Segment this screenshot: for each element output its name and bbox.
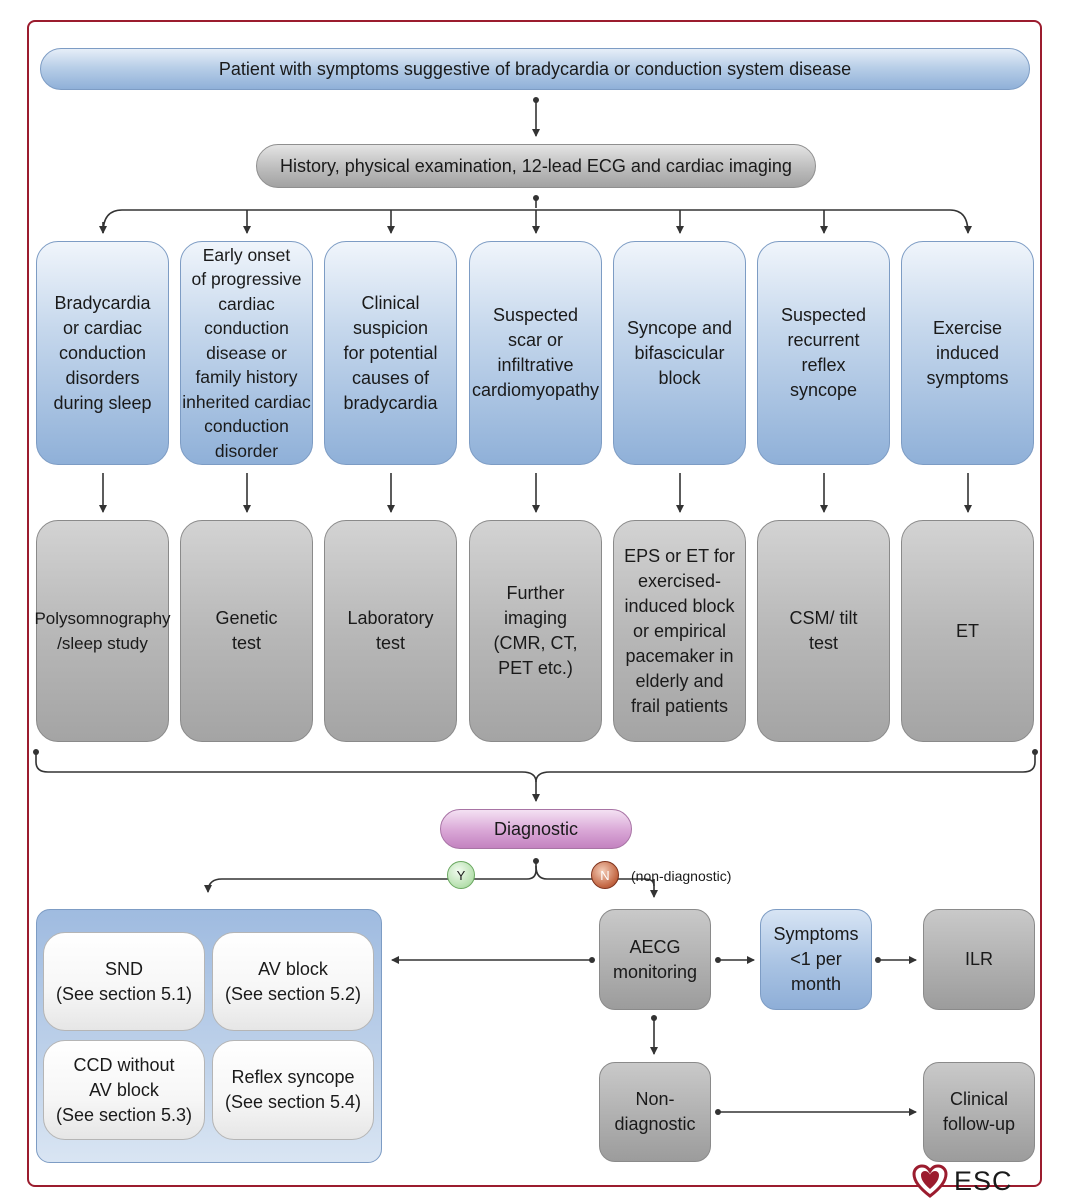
test-csm-tilt: CSM/ tilt test xyxy=(757,520,890,742)
result-av-block: AV block (See section 5.2) xyxy=(212,932,374,1031)
esc-logo: ESC xyxy=(912,1163,1022,1199)
test-further-imaging: Further imaging (CMR, CT, PET etc.) xyxy=(469,520,602,742)
result-ccd: CCD without AV block (See section 5.3) xyxy=(43,1040,205,1140)
diagram-frame xyxy=(27,20,1042,1187)
test-et: ET xyxy=(901,520,1034,742)
result-snd: SND (See section 5.1) xyxy=(43,932,205,1031)
heart-icon xyxy=(912,1164,948,1198)
symptoms-box: Symptoms <1 per month xyxy=(760,909,872,1010)
result-reflex-syncope: Reflex syncope (See section 5.4) xyxy=(212,1040,374,1140)
non-diagnostic-box: Non- diagnostic xyxy=(599,1062,711,1162)
patient-symptoms-box: Patient with symptoms suggestive of brad… xyxy=(40,48,1030,90)
indication-exercise: Exercise induced symptoms xyxy=(901,241,1034,465)
indication-early-onset: Early onset of progressive cardiac condu… xyxy=(180,241,313,465)
ilr-box: ILR xyxy=(923,909,1035,1010)
aecg-monitoring-box: AECG monitoring xyxy=(599,909,711,1010)
indication-scar: Suspected scar or infiltrative cardiomyo… xyxy=(469,241,602,465)
test-polysomnography: Polysomnography /sleep study xyxy=(34,520,171,742)
indication-clinical-suspicion: Clinical suspicion for potential causes … xyxy=(324,241,457,465)
test-eps-et: EPS or ET for exercised- induced block o… xyxy=(613,520,746,742)
test-genetic: Genetic test xyxy=(180,520,313,742)
esc-logo-text: ESC xyxy=(954,1165,1013,1196)
no-badge: N xyxy=(591,861,619,889)
indication-reflex-syncope: Suspected recurrent reflex syncope xyxy=(757,241,890,465)
non-diagnostic-note: (non-diagnostic) xyxy=(631,868,732,884)
clinical-followup-box: Clinical follow-up xyxy=(923,1062,1035,1162)
history-exam-box: History, physical examination, 12-lead E… xyxy=(256,144,816,188)
diagnostic-box: Diagnostic xyxy=(440,809,632,849)
test-laboratory: Laboratory test xyxy=(324,520,457,742)
indication-sleep: Bradycardia or cardiac conduction disord… xyxy=(36,241,169,465)
indication-syncope-bifascicular: Syncope and bifascicular block xyxy=(613,241,746,465)
yes-badge: Y xyxy=(447,861,475,889)
